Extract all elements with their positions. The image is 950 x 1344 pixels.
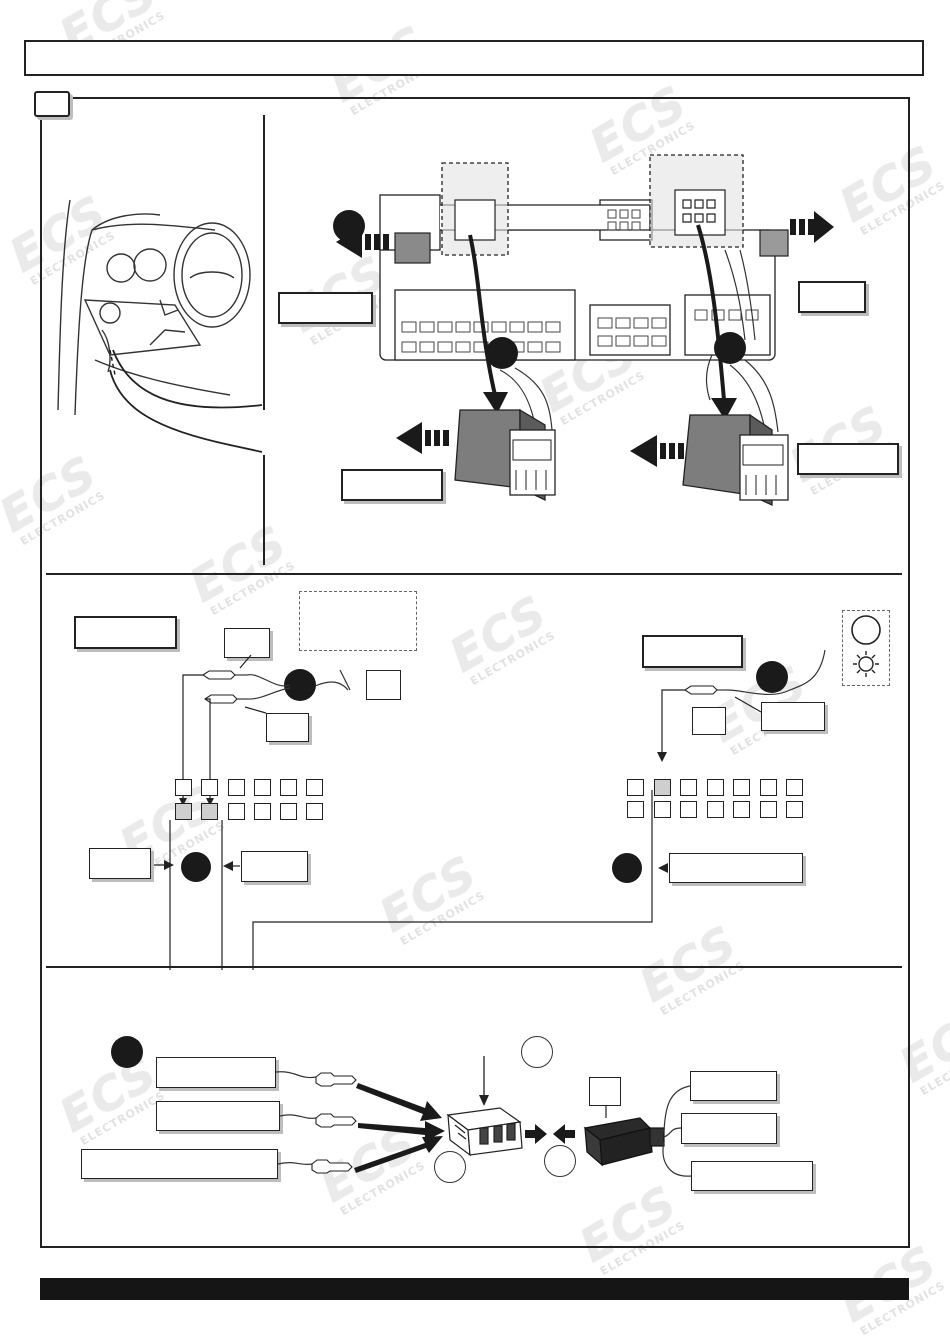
panel1-drawing [57, 115, 834, 565]
pin [680, 801, 697, 818]
output-label-2 [681, 1113, 777, 1144]
block-arrow-right [790, 211, 834, 243]
pin [228, 803, 245, 820]
pin [306, 803, 323, 820]
dashed-note-box [299, 591, 417, 651]
pin [280, 803, 297, 820]
curved-arrow-head [483, 392, 508, 414]
step-marker-right [756, 661, 788, 693]
pin [280, 779, 297, 796]
junction-box [379, 194, 776, 361]
pin [201, 779, 218, 796]
light-indicator [842, 610, 890, 686]
wire-label-3 [81, 1149, 278, 1179]
section-divider [46, 573, 902, 575]
output-label-3 [691, 1161, 813, 1191]
black-connector [583, 1117, 665, 1167]
label-bottom-left [341, 469, 443, 501]
label-right [798, 281, 866, 313]
step-marker-callout-right [612, 853, 642, 883]
pin [228, 779, 245, 796]
pin [627, 779, 644, 796]
pin [254, 803, 271, 820]
pin [760, 801, 777, 818]
terminal-left-1 [202, 670, 247, 680]
pin [707, 801, 724, 818]
pin [306, 779, 323, 796]
section-divider [46, 966, 902, 968]
harness-connector-1 [454, 408, 556, 502]
step-marker-callout [181, 852, 211, 882]
curved-arrow-head [711, 398, 737, 420]
removed-connector-right [759, 229, 789, 257]
removed-connector-left [394, 232, 431, 264]
panel3-drawing [275, 1056, 692, 1177]
curved-arrow [468, 224, 726, 401]
step-marker-b [486, 337, 518, 369]
pin-active [175, 803, 192, 820]
bulb-icon [851, 615, 881, 677]
pin-active [201, 803, 218, 820]
step-number-tab [34, 91, 70, 117]
callout-left-out [89, 848, 151, 879]
dashboard-illustration [57, 199, 251, 416]
callout-right [669, 853, 803, 883]
step-marker-a [333, 210, 365, 242]
pin [733, 801, 750, 818]
pin-label-top [224, 628, 270, 658]
step-ring-right [544, 1145, 576, 1177]
connector-housing [446, 1107, 523, 1157]
panel2-drawing [150, 649, 826, 970]
footer-bar [40, 1278, 909, 1300]
wire-label-1 [156, 1057, 276, 1088]
pin-label-right [761, 702, 825, 731]
label-bottom-right [797, 443, 899, 475]
step-ring-top [521, 1036, 553, 1068]
harness-route-line-dashed [109, 349, 116, 376]
pin [627, 801, 644, 818]
wire-terminal [311, 1072, 357, 1174]
pin [654, 801, 671, 818]
small-box-panel3 [589, 1077, 621, 1106]
panel2-left-title [74, 616, 177, 649]
step-marker-panel3 [111, 1036, 143, 1068]
harness-route-line [109, 349, 263, 453]
callout-left-in [241, 851, 308, 882]
block-arrow-left-3 [630, 435, 684, 467]
pin [707, 779, 724, 796]
pin [786, 779, 803, 796]
pin [786, 801, 803, 818]
panel2-right-title [642, 635, 743, 668]
pin [760, 779, 777, 796]
pin-label-bottom [266, 713, 309, 742]
junction-box-slots [401, 209, 759, 353]
header-bar [24, 40, 924, 76]
wire-bundle [499, 249, 779, 433]
pin [680, 779, 697, 796]
pin [733, 779, 750, 796]
small-box-left [366, 670, 401, 700]
wire-label-2 [156, 1101, 280, 1131]
terminal-right [684, 685, 727, 695]
step-ring-left [434, 1151, 466, 1183]
harness-connector-2 [682, 413, 789, 507]
output-label-1 [690, 1071, 777, 1101]
pin [254, 779, 271, 796]
small-box-right [692, 707, 726, 735]
pin [175, 779, 192, 796]
step-marker-c [714, 332, 746, 364]
terminal-left-2 [204, 694, 247, 704]
pin-active [654, 779, 671, 796]
label-left [278, 292, 373, 324]
main-frame [40, 97, 910, 1248]
block-arrow-left-2 [396, 422, 449, 454]
